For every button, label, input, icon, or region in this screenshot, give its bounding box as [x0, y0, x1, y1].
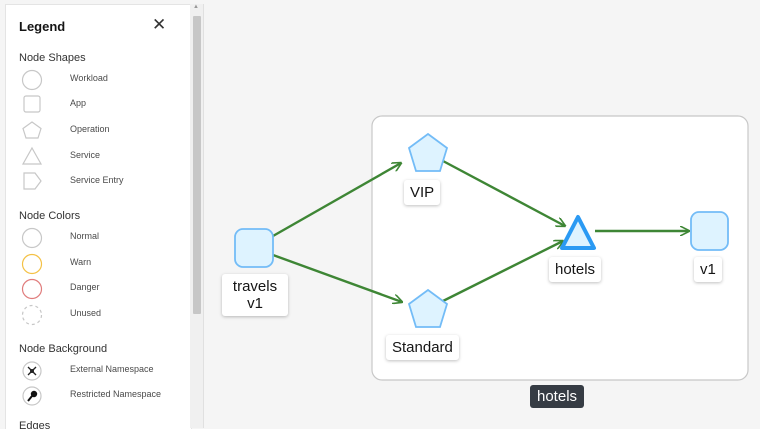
legend-item-restricted-namespace: Restricted Namespace: [20, 385, 190, 406]
edge-vip-hotels[interactable]: [442, 159, 565, 226]
square-icon: [23, 95, 41, 113]
section-edges: Edges: [19, 420, 51, 429]
node-vip[interactable]: [407, 132, 449, 172]
legend-item-service: Service: [20, 146, 190, 166]
legend-item-danger: Danger: [20, 278, 190, 300]
circle-danger-icon: [21, 278, 43, 300]
node-standard[interactable]: [407, 288, 449, 328]
legend-item-unused: Unused: [20, 304, 190, 326]
legend-scrollbar[interactable]: ▲: [190, 4, 204, 428]
section-node-background: Node Background: [19, 343, 108, 355]
circle-normal-icon: [21, 227, 43, 249]
legend-panel: Legend ✕ Node Shapes Workload App Operat…: [5, 4, 192, 429]
node-hotels-service[interactable]: [560, 215, 596, 250]
service-entry-icon: [23, 172, 42, 190]
pentagon-icon: [22, 121, 42, 139]
edge-standard-hotels[interactable]: [442, 241, 563, 303]
node-label-hotels: hotels: [549, 257, 602, 282]
key-icon: [22, 386, 42, 406]
legend-item-app: App: [20, 94, 190, 114]
group-label-hotels: hotels: [530, 385, 585, 408]
external-namespace-icon: [22, 361, 42, 381]
node-label-v1: v1: [694, 257, 722, 282]
label-line-1: travels: [232, 278, 278, 295]
legend-title: Legend: [19, 19, 66, 34]
node-travels-v1[interactable]: [234, 228, 274, 268]
node-label-travels: travels v1: [222, 274, 288, 316]
section-node-colors: Node Colors: [19, 210, 81, 222]
node-label-standard: Standard: [386, 335, 459, 360]
section-node-shapes: Node Shapes: [19, 52, 86, 64]
legend-item-workload: Workload: [20, 69, 190, 91]
edge-travels-standard[interactable]: [272, 253, 402, 302]
legend-item-normal: Normal: [20, 227, 190, 249]
scroll-up-icon[interactable]: ▲: [193, 4, 199, 10]
node-v1[interactable]: [690, 211, 729, 251]
circle-icon: [21, 69, 43, 91]
edge-travels-vip[interactable]: [272, 163, 401, 238]
label-line-2: v1: [247, 295, 263, 312]
node-label-vip: VIP: [404, 180, 441, 205]
legend-item-service-entry: Service Entry: [20, 171, 190, 191]
scrollbar-thumb[interactable]: [193, 16, 201, 314]
legend-item-warn: Warn: [20, 253, 190, 275]
triangle-icon: [21, 146, 43, 165]
legend-item-operation: Operation: [20, 120, 190, 140]
circle-warn-icon: [21, 253, 43, 275]
circle-unused-icon: [21, 304, 43, 326]
close-icon[interactable]: ✕: [152, 15, 167, 34]
legend-item-external-namespace: External Namespace: [20, 360, 190, 381]
